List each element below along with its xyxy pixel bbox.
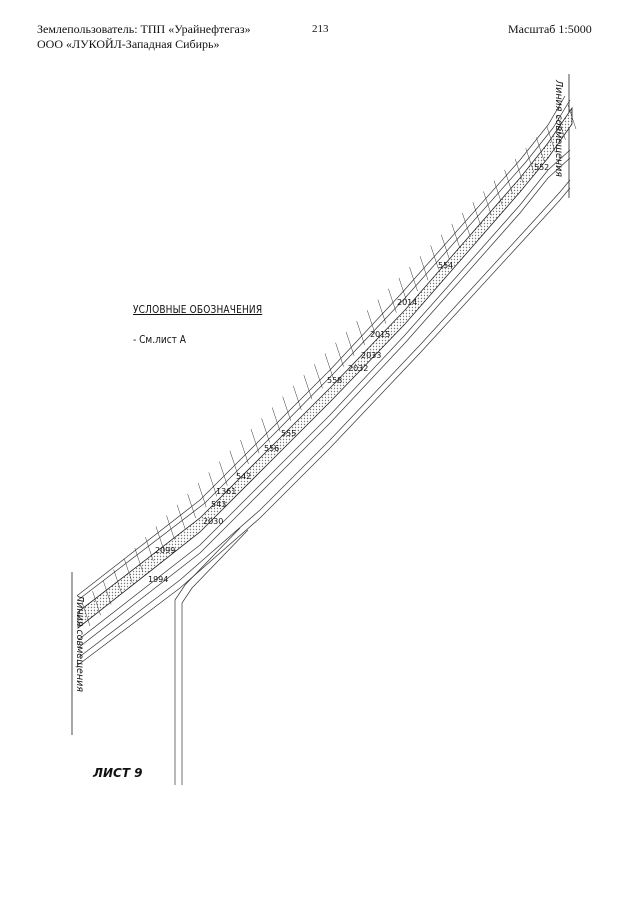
picket-label: 543 xyxy=(211,500,226,509)
picket-labels: 552 554 2014 2015 2033 2032 558 555 556 … xyxy=(148,163,549,584)
tie-line xyxy=(303,375,313,400)
tie-line xyxy=(483,191,492,216)
tie-line xyxy=(367,310,376,335)
tie-line xyxy=(324,353,334,378)
tie-line xyxy=(409,266,418,292)
tie-line xyxy=(493,180,503,205)
tie-line xyxy=(155,526,165,551)
pipeline-tie-lines xyxy=(81,104,577,627)
tie-line xyxy=(293,385,302,410)
picket-label: 2014 xyxy=(397,298,417,307)
landuser-line-2: ООО «ЛУКОЙЛ-Западная Сибирь» xyxy=(37,37,220,51)
page-number: 213 xyxy=(312,23,329,35)
tie-line xyxy=(81,601,91,627)
tie-line xyxy=(229,450,239,475)
tie-line xyxy=(356,321,365,346)
tie-line xyxy=(176,504,186,529)
picket-label: 2033 xyxy=(361,351,381,360)
road xyxy=(174,527,249,785)
legend-item: - См.лист А xyxy=(133,333,186,346)
tie-line xyxy=(514,158,524,184)
tie-line xyxy=(440,234,450,259)
tie-line xyxy=(134,547,144,573)
tie-line xyxy=(557,115,566,140)
picket-label: 554 xyxy=(438,261,453,270)
landuser-line-1: Землепользователь: ТПП «Урайнефтегаз» xyxy=(37,22,251,36)
picket-label: 552 xyxy=(534,163,549,172)
picket-label: 2099 xyxy=(155,546,175,555)
map-scale: Масштаб 1:5000 xyxy=(508,22,592,36)
picket-label: 1361 xyxy=(216,487,236,496)
pipeline-band xyxy=(77,106,573,629)
picket-label: 556 xyxy=(264,444,279,453)
tie-line xyxy=(113,569,122,594)
tie-line xyxy=(335,342,344,367)
tie-line xyxy=(271,407,281,432)
tie-line xyxy=(504,169,513,194)
tie-line xyxy=(546,126,556,151)
tie-line xyxy=(92,591,101,616)
tie-line xyxy=(124,558,133,583)
legend-title: УСЛОВНЫЕ ОБОЗНАЧЕНИЯ xyxy=(133,303,263,316)
tie-line xyxy=(388,288,397,313)
tie-line xyxy=(430,245,439,270)
picket-label: 542 xyxy=(236,472,251,481)
tie-line xyxy=(377,299,387,324)
tie-line xyxy=(197,483,207,508)
tie-line xyxy=(250,429,260,454)
picket-label: 2015 xyxy=(370,330,390,339)
tie-line xyxy=(567,104,577,130)
sheet-label: ЛИСТ 9 xyxy=(93,766,143,780)
tie-line xyxy=(187,493,196,519)
picket-label: 2032 xyxy=(348,364,368,373)
tie-line xyxy=(261,418,270,443)
tie-line xyxy=(419,256,429,281)
match-line-label-bottom: Линия совмещения xyxy=(74,594,85,692)
picket-label: 555 xyxy=(281,429,296,438)
tie-line xyxy=(145,537,154,562)
tie-line xyxy=(472,202,482,227)
tie-line xyxy=(398,277,408,302)
tie-line xyxy=(462,212,471,238)
tie-line xyxy=(240,439,249,465)
tie-line xyxy=(166,515,175,540)
tie-line xyxy=(345,331,355,356)
tie-line xyxy=(102,580,112,605)
tie-line xyxy=(314,364,323,389)
tie-line xyxy=(451,223,461,248)
tie-line xyxy=(282,396,291,421)
picket-label: 1994 xyxy=(148,575,168,584)
tie-line xyxy=(536,137,545,162)
tie-line xyxy=(208,472,218,497)
match-line-label-top: Линия совмещения xyxy=(553,79,564,177)
picket-label: 2030 xyxy=(203,517,223,526)
tie-line xyxy=(219,461,228,486)
tie-line xyxy=(525,148,534,173)
picket-label: 558 xyxy=(327,376,342,385)
